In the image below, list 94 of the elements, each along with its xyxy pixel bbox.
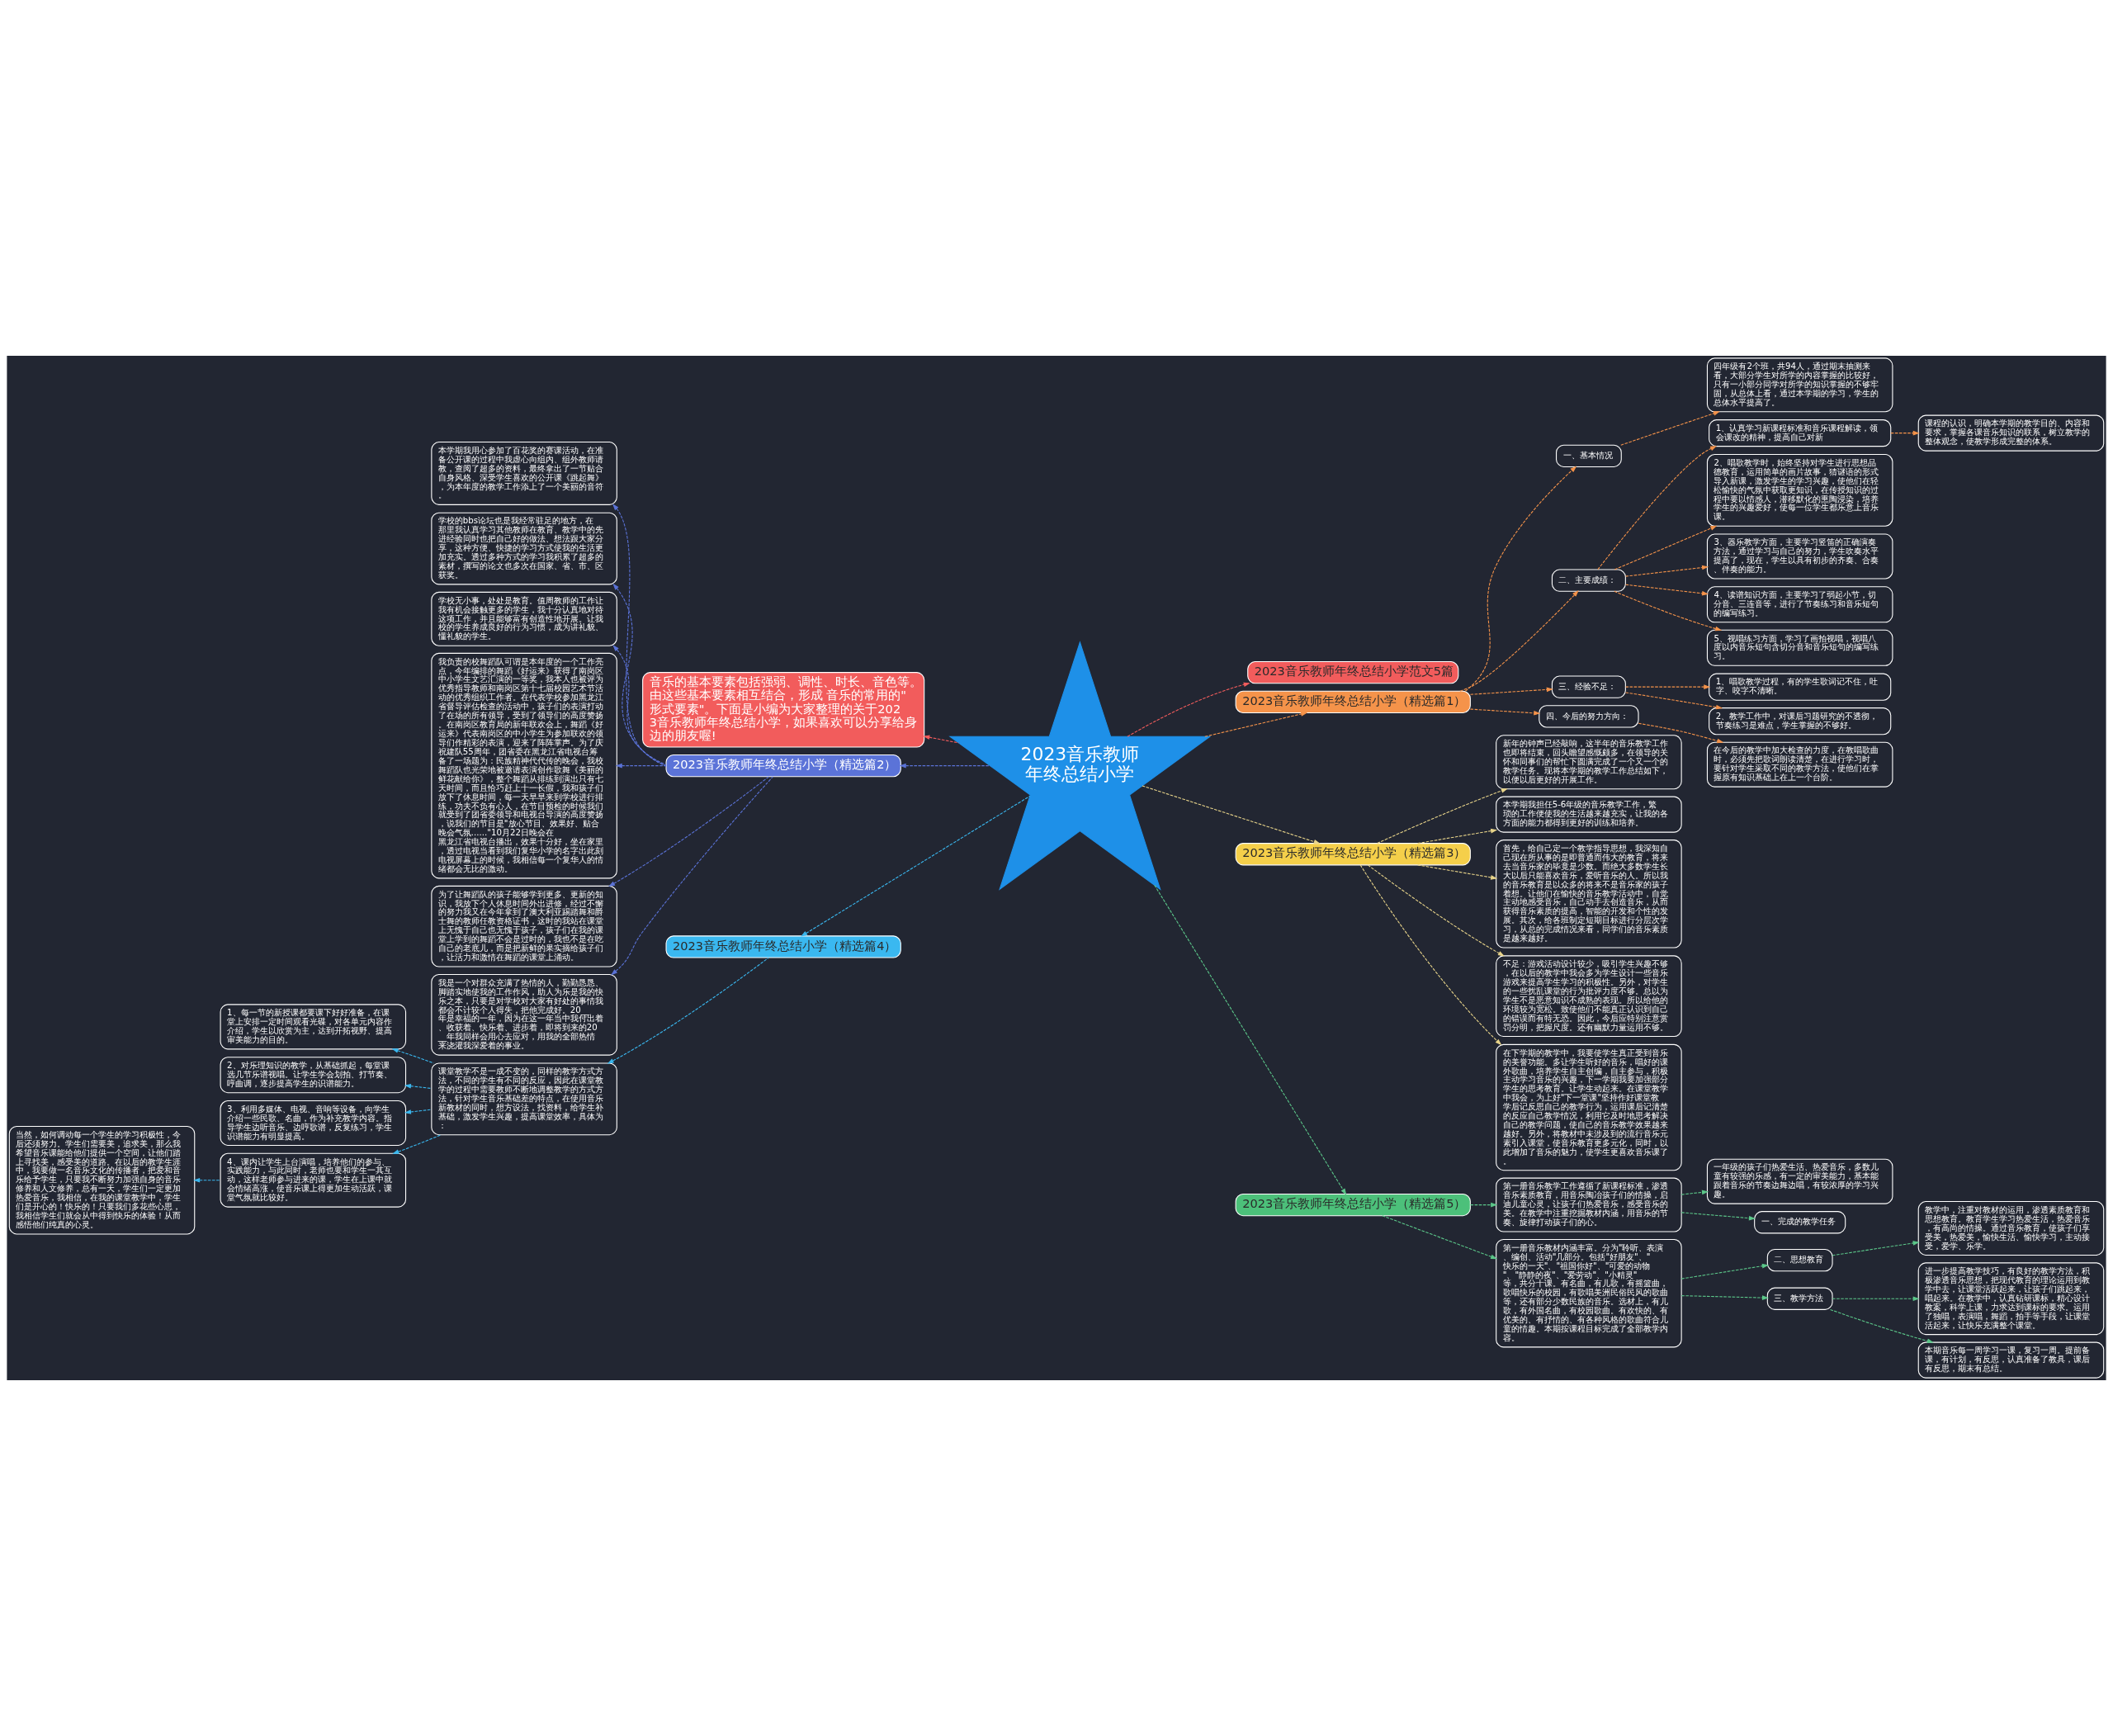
- node-box: 在下学期的教学中，我要使学生真正受到音乐的美誉功能。多让学生听好的音乐，唱好的课外歌曲，培养学生自主创编，自主参与，积极主动学习音乐的兴趣，下一学期我要加强部分学生的思考教育。让学生动起来。在课堂教学中我会，为上好"下一堂课"坚持作好课堂教学后记反思自己的教学行为，运用课后记清楚的反应自己教学情况，利用它及时地思考解决自己的教学问题，使自己的音乐教学效果越来越好。另外，将教材中未涉及到的流行音乐元素引入课堂，使音乐教育更多元化，同时，以此增加了音乐的魅力，使学生更喜欢音乐课了。: [1496, 1043, 1682, 1171]
- arrow: [1625, 684, 1711, 689]
- arrow: [1625, 692, 1723, 710]
- node-box: 4、课内让学生上台演唱，培养他们的参与、实践能力，与此同时，老师也要和学生一其互动，这样老师参与进来的课，学生在上课中就会情绪高涨，使音乐课上得更加生动活跃，课堂气氛就比较好。: [220, 1152, 407, 1208]
- arrow: [1377, 788, 1508, 844]
- node-box: 音乐的基本要素包括强弱、调性、时长、音色等。由这些基本要素相互结合，形成 音乐的常用的"形式要素"。下面是小编为大家整理的关于2023音乐教师年终总结小学，如果喜欢可以分享给身边的朋友喔!: [642, 672, 925, 748]
- arrow: [1614, 590, 1723, 631]
- arrow: [1680, 1212, 1756, 1221]
- arrow: [899, 763, 991, 769]
- node-box: 1、每一节的新授课都要课下好好准备，在课堂上安排一定时间观看光碟，对各单元内容作介绍，学生以欣赏为主，达到开拓视野、提高审美能力的目的。: [220, 1004, 407, 1050]
- arrow: [1680, 1190, 1709, 1195]
- node-box: 学校无小事，处处是教育。值周教师的工作让我有机会接触更多的学生，我十分认真地对待这项工作，并且能够富有创造性地开展。让我校的学生养成良好的行为习惯，成为讲礼貌、懂礼貌的学生。: [431, 591, 617, 646]
- node-box: 本期音乐每一周学习一课，复习一周。提前备课，有计划，有反思，认真准备了教具，课后有反思，期末有总结。: [1917, 1341, 2105, 1379]
- arrow: [1620, 411, 1720, 446]
- node-box: 2、唱歌教学时，始终坚持对学生进行思想品德教育，运用简单的画片故事，猜谜语的形式导入新课，激发学生的学习兴趣，使他们在轻松愉快的气氛中获取更知识，在传授知识的过程中要以情感人，潜移默化的熏陶浸染，培养学生的兴趣爱好，使每一位学生都乐意上音乐课。: [1706, 453, 1893, 527]
- node-box: 为了让舞蹈队的孩子能够学到更多、更新的知识，我放下个人休息时间外出进修，经过不懈的努力我又在今年拿到了澳大利亚踢踏舞和爵士舞的教师任教资格证书，这时的我站在课堂上无愧于自己也无愧于孩子，孩子们在我的课堂上学到的舞蹈不会是过时的，我也不是在吃自己的老底儿，而是把新鲜的果实摘给孩子们，让活力和激情在舞蹈的课堂上涌动。: [431, 885, 617, 967]
- arrow: [1614, 525, 1718, 570]
- node-box: 第一册音乐教学工作遵循了新课程标准，渗透音乐素质教育，用音乐陶冶孩子们的情操，启迪儿童心灵，让孩子们热爱音乐，感受音乐的美。在教学中注重挖掘教材内涵，用音乐的节奏、旋律打动孩子们的心。: [1496, 1177, 1682, 1232]
- node-box: 四年级有2个班，共94人，通过期末抽测来看，大部分学生对所学的内容掌握的比较好，只有一小部分同学对所学的知识掌握的不够牢固，从总体上看，通过本学期的学习，学生的总体水平提高了。: [1706, 357, 1893, 413]
- node-box: 课程的认识，明确本学期的教学目的、内容和要求，掌握各课音乐知识的联系，树立教学的整体观念，使教学形成完整的体系。: [1917, 414, 2105, 452]
- arrow: [612, 583, 667, 767]
- node-box: 一年级的孩子们热爱生活、热爱音乐，多数儿童有较强的乐感，有一定的审美能力，基本能跟着音乐的节奏边舞边唱，有较浓厚的学习兴趣。: [1706, 1158, 1893, 1204]
- arrow: [1204, 712, 1308, 737]
- node-box: 3、器乐教学方面，主要学习竖笛的正确演奏方法，通过学习与自己的努力，学生吹奏水平提高了，现在，学生以具有初步的齐奏、合奏、伴奏的能力。: [1706, 533, 1893, 579]
- node-box: 新年的钟声已经敲响，这半年的音乐教学工作也即将结束，回头瞻望感慨颇多，在领导的关怀和同事们的帮忙下圆满完成了一个又一个的教学任务。现将本学期的教学工作总结如下，以便以后更好的开展工作。: [1496, 735, 1682, 790]
- node-box: 一、基本情况: [1556, 444, 1622, 467]
- arrow: [1890, 430, 1920, 436]
- node-box: 学校的bbs论坛也是我经常驻足的地方，在那里我认真学习其他教师在教育、教学中的先进经验同时也把自己好的做法、想法跟大家分享，这种方便、快捷的学习方式使我的生活更加充实。透过多种方式的学习我积累了超多的素材，撰写的论文也多次在国家、省、市、区获奖。: [431, 512, 617, 585]
- arrow: [1459, 590, 1579, 692]
- arrow: [1154, 884, 1347, 1195]
- arrow: [392, 1134, 442, 1154]
- arrow: [1469, 708, 1541, 716]
- node-box: 二、思想教育: [1766, 1248, 1833, 1272]
- node-box: 本学期我担任5-6年级的音乐教学工作，繁琐的工作便使我的生活越来越充实，让我的各方面的能力都得到更好的训练和培养。: [1496, 796, 1682, 833]
- arrow: [1417, 828, 1498, 844]
- node-box: 2023音乐教师年终总结小学（精选篇3）: [1235, 843, 1471, 866]
- node-box: 5、视唱练习方面，学习了画拍视唱，视唱八度以内音乐短句含切分音和音乐短句的编写练习。: [1706, 629, 1893, 666]
- arrow: [391, 1048, 434, 1064]
- arrow: [1367, 864, 1505, 957]
- node-box: 2023音乐教师年终总结小学范文5篇: [1247, 661, 1459, 684]
- arrow: [612, 504, 667, 767]
- node-box: 二、主要成绩：: [1551, 569, 1626, 592]
- node-box: 2023音乐教师年终总结小学（精选篇4）: [665, 935, 901, 958]
- arrow: [1417, 864, 1498, 880]
- arrow: [612, 645, 667, 765]
- node-box: 不足：游戏活动设计较少，吸引学生兴趣不够，在以后的教学中我会多为学生设计一些音乐游戏来提高学生学习的积极性。另外，对学生的一些扰乱课堂的行为批评力度不够。总以为学生不是恶意知识不成熟的表现。所以给他的环境较为宽松。致使他们不能真正认识到自己的错误而有特无恐。因此，今后应特别注意赏罚分明，把握尺度。还有幽默力量运用不够。: [1496, 955, 1682, 1038]
- arrow: [608, 776, 770, 887]
- arrow: [1597, 446, 1718, 570]
- arrow: [1469, 687, 1553, 695]
- node-box: 我负责的校舞蹈队可谓是本年度的一个工作亮点，今年编排的舞蹈《好运来》获得了南岗区中小学生文艺汇演的一等奖，我本人也被评为优秀指导教师和南岗区第十七届校园艺术节活动的优秀组织工作者。在代表学校参加黑龙江省督导评估检查的活动中，孩子们的表演打动了在场的所有领导，受到了领导们的高度赞扬。在南岗区教育局的新年联欢会上，舞蹈《好运来》代表南岗区的中小学生为参加联欢的领导们作精彩的表演，迎来了阵阵掌声。为了庆祝建队55周年，团省委在黑龙江省电视台筹备了一场题为：民族精神代代传的晚会，我校舞蹈队也光荣地被邀请表演创作歌舞《美丽的鲜花献给你》，整个舞蹈从排练到演出只有七天时间，而且恰巧赶上十一长假，我和孩子们放下了休息时间，每一天早早来到学校进行排练，功夫不负有心人，在节目预检的时候我们就受到了团省委领导和电视台导演的高度赞扬，说我们的节目是"放心节目、效果好、贴合晚会气氛......"10月22日晚会在黑龙江省电视台播出，效果十分好，坐在家里，透过电视当看到我们复华小学的名字出此刻电视屏幕上的时候，我相信每一个复华人的情绪都会无比的激动。: [431, 652, 617, 879]
- arrow: [923, 735, 959, 744]
- node-box: 本学期我用心参加了百花奖的赛课活动，在准备公开课的过程中我虚心向组内、组外教师请教，查阅了超多的资料，最终拿出了一节贴合自身风格、深受学生喜欢的公开课《跳起舞》，为本年度的教学工作添上了一个美丽的音符。: [431, 442, 617, 505]
- arrow: [801, 795, 1031, 937]
- node-box: 2023音乐教师年终总结小学（精选篇2）: [665, 754, 901, 778]
- node-box: 课堂教学不是一成不变的，同样的教学方式方法，不同的学生有不同的反应，因此在课堂教学的过程中需要教师不断地调整教学的方式方法，针对学生音乐基础差的特点，在使用音乐新教材的同时，想方设法，找资料，给学生补基础，激发学生兴趣，提高课堂效率，具体为：: [431, 1062, 617, 1136]
- node-box: 一、完成的教学任务: [1754, 1211, 1846, 1234]
- node-box: 2、对乐理知识的教学，从基础抓起，每堂课选几节乐谱视唱。让学生学会划拍、打节奏、哼曲调，逐步提高学生的识谱能力。: [220, 1057, 407, 1094]
- arrow: [1832, 1296, 1920, 1302]
- node-box: 三、经验不足：: [1551, 675, 1626, 698]
- arrow: [404, 1109, 433, 1114]
- arrow: [1142, 785, 1321, 844]
- arrow: [193, 1177, 221, 1183]
- node-box: 教学中，注重对教材的运用，渗透素质教育和思想教育。教育学生学习热爱生活，热爱音乐，有高尚的情操。通过音乐教育，使孩子们享受美，热爱美，愉快生活、愉快学习，主动接受，爱学、乐学。: [1917, 1201, 2105, 1256]
- node-box: 三、教学方法: [1766, 1287, 1833, 1310]
- node-box: 四、今后的努力方向：: [1539, 705, 1639, 728]
- arrow: [1680, 1263, 1769, 1280]
- arrow: [1625, 584, 1709, 596]
- arrow: [1359, 864, 1502, 1046]
- node-box: 我是一个对群众充满了热情的人，勤勤恳恳、脚踏实地使我的工作作风，助人为乐是我的快乐之本，只要是对学校对大家有好处的事情我都会不计较个人得失，把他完成好。20__年是幸福的一年，因为在这一年当中我付出着、收获着、快乐着、进步着，即将到来的20__年我同样会用心去应对，用我的全部热情来浇灌我深爱着的事业。: [431, 973, 617, 1056]
- arrow: [1469, 1202, 1498, 1208]
- arrow: [404, 1083, 433, 1090]
- arrow: [1638, 722, 1724, 744]
- arrow: [1127, 682, 1250, 737]
- arrow: [611, 776, 773, 976]
- node-box: 2023音乐教师年终总结小学（精选篇5）: [1235, 1193, 1471, 1217]
- arrow: [1625, 565, 1709, 577]
- arrow: [1832, 1241, 1920, 1256]
- arrow: [615, 763, 667, 769]
- arrow: [1382, 1215, 1498, 1260]
- node-box: 4、读谱知识方面，主要学习了弱起小节，切分音、三连音等，进行了节奏练习和音乐短句的编写练习。: [1706, 586, 1893, 623]
- node-box: 1、认真学习新课程标准和音乐课程解读，领会课改的精神，提高自己对新: [1709, 419, 1892, 447]
- node-box: 1、唱歌教学过程，有的学生歌词记不住，吐字、咬字不清晰。: [1709, 673, 1892, 701]
- arrow: [1464, 466, 1577, 692]
- node-box: 在今后的教学中加大检查的力度，在教唱歌曲时，必须先把歌词朗读清楚，在进行学习时，要针对学生采取不同的教学方法，使他们在掌握原有知识基础上在上一个台阶。: [1706, 741, 1893, 788]
- node-box: 当然，如何调动每一个学生的学习积极性，今后还须努力。学生们需要美，追求美，那么我希望音乐课能给他们提供一个空间，让他们踏上寻找美，感受美的道路。在以后的教学生涯中，我要做一名音乐文化的传播者，把爱和音乐给予学生，只要我不断努力加强自身的音乐修养和人文修养，总有一天，学生们一定更加热爱音乐，我相信，在我的课堂教学中，学生们是开心的！快乐的！只要我们多花些心思，我相信学生们就会从中得到快乐的体验！从而感悟他们纯真的心灵。: [8, 1125, 196, 1235]
- node-box: 第一册音乐教材内涵丰富。分为"聆听、表演、编创、活动"几部分。包括"好朋友"、"快乐的一天"、"祖国你好"、"可爱的动物"、"静静的夜"、"爱劳动"、"小精灵"等，共分十课。有名曲，有儿歌，有摇篮曲，歌唱快乐的校园，有歌唱美洲民俗民风的歌曲等，还有部分少数民族的音乐。选材上，有儿歌，有外国名曲，有校园歌曲。有欢快的、有优美的、有抒情的、有各种风格的歌曲符合儿童的情趣。本期按课程目标完成了全部教学内容。: [1496, 1238, 1682, 1348]
- node-box: 2023音乐教师年终总结小学（精选篇1）: [1235, 690, 1471, 714]
- node-box: 首先，给自己定一个教学指导思想，我深知自己现在所从事的是即普通而伟大的教育，将来去当音乐家的毕竟是少数。而绝大多数学生长大以后只能喜欢音乐，爱听音乐的人。所以我的音乐教育是以众多的将来不是音乐家的孩子着想。让他们在愉快的音乐教学活动中，自觉主动地感受音乐，自己动手去创造音乐，从而获得音乐素质的提高，智能的开发和个性的发展。其次，给各班制定短期目标进行分层次学习，从总的完成情况来看，同学们的音乐素质是越来越好。: [1496, 840, 1682, 948]
- arrow: [607, 957, 769, 1064]
- arrow: [1680, 1295, 1769, 1300]
- arrow: [1829, 1308, 1934, 1344]
- node-box: 2、教学工作中，对课后习题研究的不透彻，节奏练习是难点，学生掌握的不够好。: [1709, 707, 1892, 736]
- node-box: 进一步提高教学技巧，有良好的教学方法，积极渗透音乐思想，把现代教育的理论运用到教学中去，让课堂活跃起来，让孩子们跳起来，唱起来。在教学中，认真钻研课标，精心设计教案，科学上课，力求达到课标的要求。运用了独唱，表演唱，舞蹈，拍手等手段，让课堂活起来，让快乐充满整个课堂。: [1917, 1262, 2105, 1336]
- node-box: 3、利用多媒体、电视、音响等设备，向学生介绍一些民歌、名曲，作为补充教学内容。指导学生边听音乐、边哼歌谱，反复练习，学生识谱能力有明显提高。: [220, 1100, 407, 1146]
